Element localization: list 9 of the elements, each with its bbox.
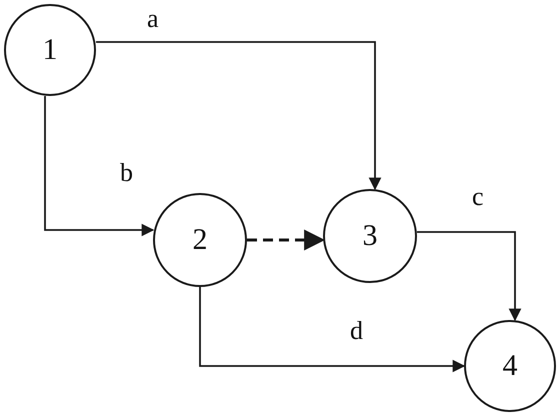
arrow	[199, 287, 466, 372]
node-number: 1	[42, 35, 58, 65]
arrow	[44, 96, 154, 236]
arrow	[96, 41, 382, 190]
arrow	[247, 230, 326, 250]
node-number: 2	[192, 225, 208, 255]
arrow	[417, 231, 522, 322]
node-number: 4	[502, 351, 518, 381]
node-number: 3	[362, 221, 378, 251]
